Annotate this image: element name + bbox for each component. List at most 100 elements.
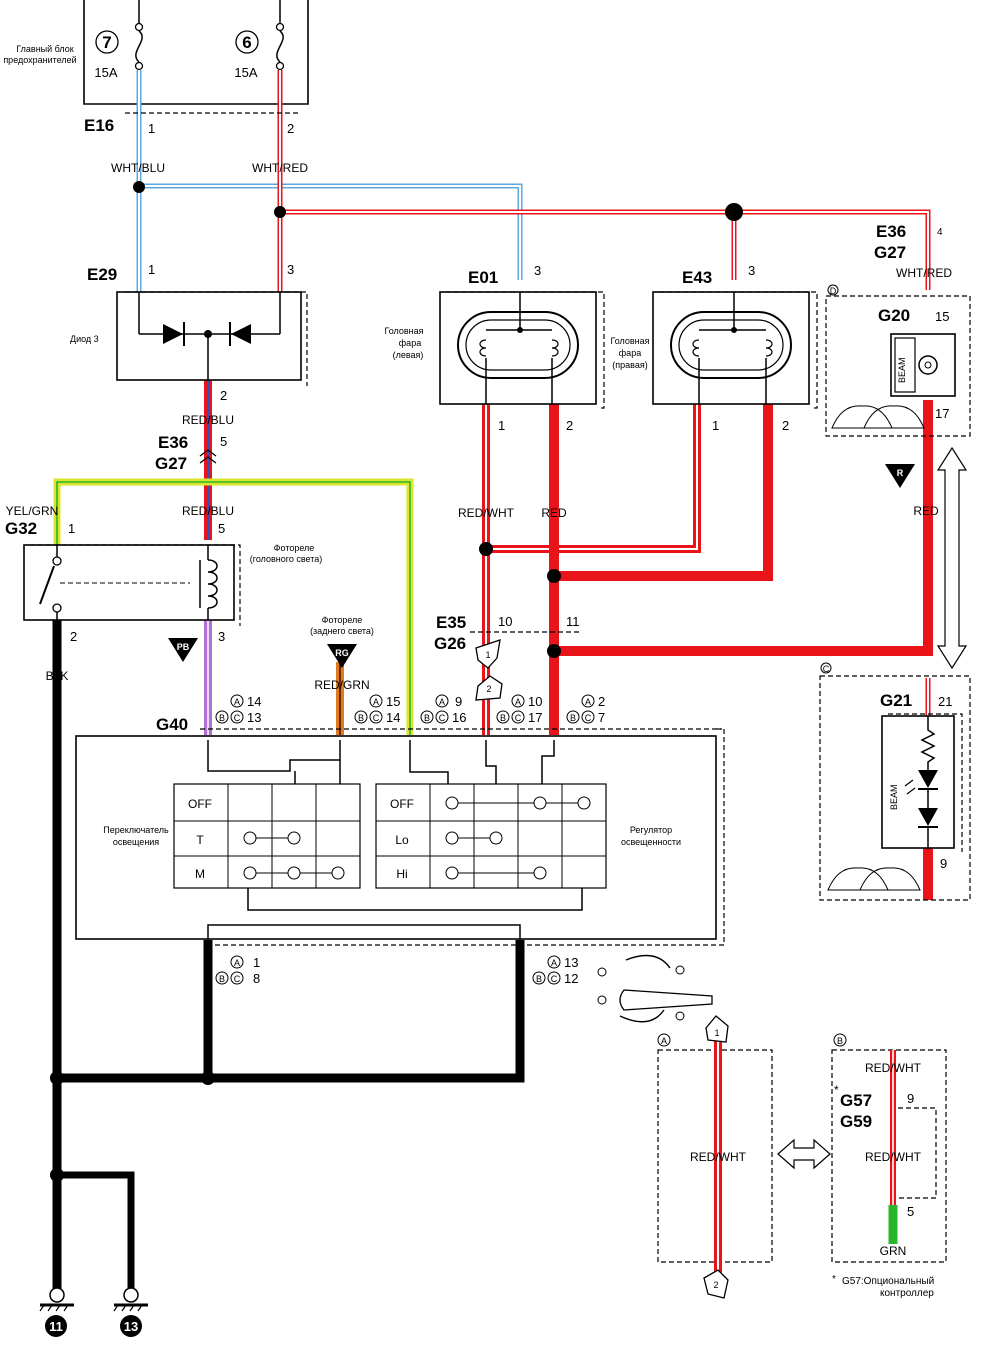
fuse-7-symbol: [134, 0, 144, 71]
svg-text:B: B: [424, 713, 430, 723]
wire-wht-blu: [136, 70, 523, 300]
connector-e35: E35: [436, 613, 466, 632]
fuse-6-symbol: [275, 0, 285, 71]
relay-tail-label-1: Фотореле: [322, 615, 363, 625]
pin-g57-9: 9: [907, 1091, 914, 1106]
pin-e01-2: 2: [566, 418, 573, 433]
svg-text:B: B: [837, 1036, 843, 1046]
wire-wht-red: [277, 70, 931, 300]
switch-label-1: Переключатель: [103, 825, 169, 835]
pin-g32-5: 5: [218, 521, 225, 536]
headlamp-right-label-3: (правая): [612, 360, 647, 370]
svg-text:A: A: [234, 958, 240, 968]
svg-text:1: 1: [485, 650, 490, 660]
headlamp-right: [652, 291, 818, 409]
callout-arrow-1: 1: [475, 639, 501, 669]
svg-text:B: B: [358, 713, 364, 723]
label-red-blu-g32: RED/BLU: [182, 504, 234, 518]
svg-text:B: B: [219, 713, 225, 723]
ground-13: 13: [113, 1287, 148, 1337]
pin-e01-1: 1: [498, 418, 505, 433]
pin-g20-15: 15: [935, 309, 949, 324]
label-red-wht-b: RED/WHT: [865, 1150, 922, 1164]
pin-e43-1: 1: [712, 418, 719, 433]
svg-text:1: 1: [714, 1028, 719, 1038]
pin-g32-3: 3: [218, 629, 225, 644]
label-grn: GRN: [880, 1244, 907, 1258]
headlamp-left-label-1: Головная: [384, 326, 423, 336]
fuse-7-number: 7: [102, 33, 111, 52]
svg-text:RG: RG: [335, 648, 349, 658]
svg-text:A: A: [234, 697, 240, 707]
label-red-wht-b-top: RED/WHT: [865, 1061, 922, 1075]
dimmer-label-1: Регулятор: [630, 825, 672, 835]
pin-e16-2: 2: [287, 121, 294, 136]
relay-tail-label-2: (заднего света): [310, 626, 374, 636]
label-red-mid: RED: [541, 506, 567, 520]
switch-row-t: T: [196, 833, 204, 847]
g40-switch-box: OFF T M OFF Lo Hi: [75, 728, 725, 946]
svg-text:C: C: [585, 713, 592, 723]
label-red-wht-a: RED/WHT: [690, 1150, 747, 1164]
svg-text:C: C: [515, 713, 522, 723]
connector-e36-right: E36: [876, 222, 906, 241]
ground-11-label: 11: [49, 1319, 63, 1334]
svg-text:14: 14: [247, 694, 261, 709]
switch-row-off: OFF: [188, 797, 212, 811]
svg-text:A: A: [661, 1036, 667, 1046]
double-arrow-vertical: [936, 446, 968, 670]
fuse-block-label-1: Главный блок: [16, 44, 73, 54]
svg-text:C: C: [234, 713, 241, 723]
pin-e35-10: 10: [498, 614, 512, 629]
svg-text:17: 17: [528, 710, 542, 725]
svg-text:8: 8: [253, 971, 260, 986]
svg-text:2: 2: [713, 1280, 718, 1290]
beam-label-g20: BEAM: [897, 357, 907, 383]
headlamp-right-label-2: фара: [619, 348, 641, 358]
headlamp-right-label-1: Головная: [610, 336, 649, 346]
label-red-wht-mid: RED/WHT: [458, 506, 515, 520]
svg-text:D: D: [830, 286, 837, 296]
fuse-6-rating: 15A: [234, 65, 257, 80]
label-red-right: RED: [913, 504, 939, 518]
pin-g21-21: 21: [938, 694, 952, 709]
relay-head-label-2: (головного света): [250, 554, 323, 564]
diode-3: Диод 3: [70, 291, 308, 386]
svg-text:R: R: [897, 468, 904, 478]
svg-text:PB: PB: [177, 642, 190, 652]
wire-blk: [52, 620, 525, 1290]
option-b-box: B RED/WHT * G57 G59 9 RED/WHT 5 GRN: [831, 1033, 947, 1263]
connector-e43: E43: [682, 268, 712, 287]
dimmer-row-off: OFF: [390, 797, 414, 811]
fuse-block-label-2: предохранителей: [3, 55, 76, 65]
label-yel-grn: YEL/GRN: [6, 504, 59, 518]
label-wht-red-right: WHT/RED: [896, 266, 952, 280]
svg-text:A: A: [439, 697, 445, 707]
callout-arrow-2: 2: [475, 675, 503, 701]
pin-e16-1: 1: [148, 121, 155, 136]
svg-text:7: 7: [598, 710, 605, 725]
svg-text:C: C: [373, 713, 380, 723]
pin-diode-2: 2: [220, 388, 227, 403]
label-wht-blu: WHT/BLU: [111, 161, 165, 175]
double-arrow-horizontal: [777, 1138, 831, 1170]
svg-text:15: 15: [386, 694, 400, 709]
diode-label: Диод 3: [70, 334, 99, 344]
connector-e16: E16: [84, 116, 114, 135]
svg-text:10: 10: [528, 694, 542, 709]
badge-pb: PB: [168, 638, 198, 662]
ground-13-label: 13: [124, 1319, 138, 1334]
svg-text:13: 13: [247, 710, 261, 725]
pin-e43-2: 2: [782, 418, 789, 433]
note-line-2: контроллер: [880, 1288, 934, 1299]
svg-text:B: B: [536, 974, 542, 984]
dimmer-row-hi: Hi: [396, 867, 407, 881]
label-wht-red: WHT/RED: [252, 161, 308, 175]
note-star: *: [832, 1274, 836, 1285]
note-line-1: G57:Опциональный: [842, 1276, 934, 1287]
svg-text:C: C: [439, 713, 446, 723]
svg-text:1: 1: [253, 955, 260, 970]
headlamp-left: [439, 291, 605, 409]
svg-text:A: A: [515, 697, 521, 707]
pin-e36-4: 4: [937, 227, 943, 238]
